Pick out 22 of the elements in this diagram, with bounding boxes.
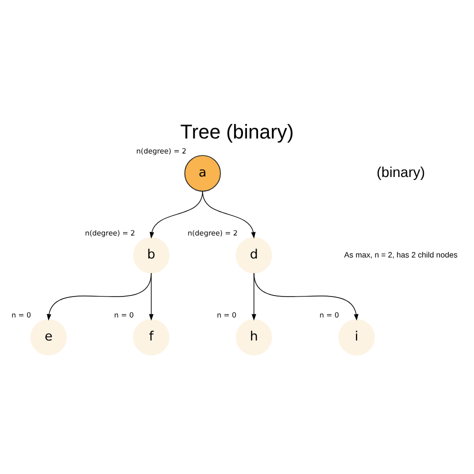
label: As max, n = 2, has 2 child nodes (344, 250, 458, 259)
node-circle: b (133, 236, 170, 273)
arrow (202, 190, 256, 238)
node-circle: e (30, 318, 67, 355)
node-circle: d (236, 236, 272, 273)
node-label: n(degree) = 2 (188, 228, 238, 237)
arrow (149, 272, 154, 320)
diagram-title: Tree (binary) (180, 121, 294, 144)
node-label: n = 0 (114, 310, 134, 319)
node-circle: f (133, 318, 170, 355)
label: (binary) (376, 164, 425, 180)
arrow (150, 190, 203, 238)
arrow (46, 272, 152, 320)
node-label: n = 0 (12, 310, 32, 319)
node-circle: h (236, 318, 272, 355)
arrow (254, 272, 358, 320)
node-label: n = 0 (216, 310, 236, 319)
node-label: n(degree) = 2 (84, 228, 136, 237)
node-label: n(degree) = 2 (136, 146, 186, 155)
node-label: n = 0 (320, 310, 340, 319)
node-circle: a (184, 154, 221, 192)
node-circle: i (338, 318, 375, 355)
